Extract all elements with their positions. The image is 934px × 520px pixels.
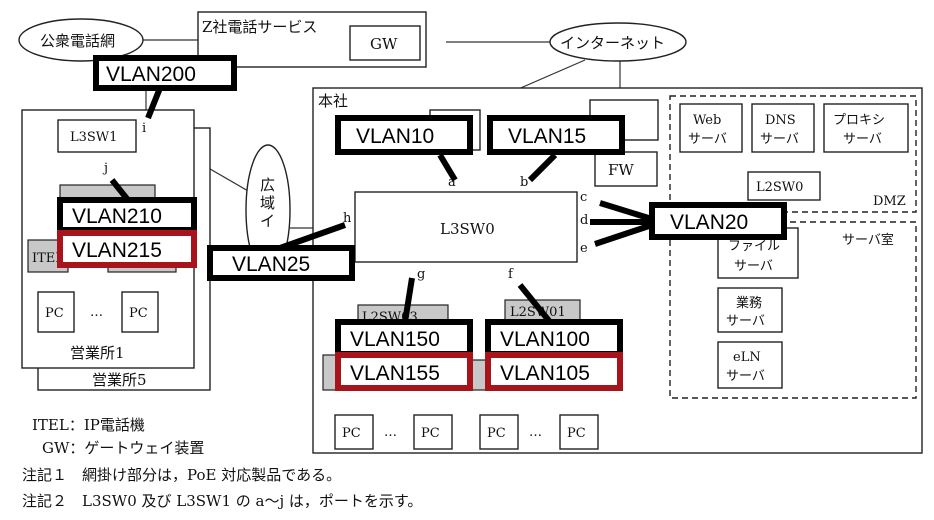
web-label: Web: [693, 113, 721, 128]
fw-box: [594, 151, 658, 187]
vlan-v155: VLAN155: [335, 352, 473, 391]
l3sw0-box: [354, 191, 578, 263]
legend-note1: 注記１ 網掛け部分は，PoE 対応製品である。: [22, 466, 342, 484]
hq-pc1-label: PC: [342, 426, 361, 441]
port-d: d: [580, 213, 588, 228]
web-server-box: [679, 103, 743, 153]
svg-text:VLAN15: VLAN15: [508, 125, 586, 148]
hq-dots1: …: [384, 425, 397, 440]
svg-text:VLAN155: VLAN155: [350, 362, 440, 385]
itel-label: ITEL: [32, 251, 64, 266]
pstn-label: 公衆電話網: [40, 32, 115, 50]
svg-text:VLAN100: VLAN100: [500, 328, 590, 351]
file-label: ファイル: [728, 239, 780, 254]
hq-pc2: [413, 414, 453, 450]
dns-server-box: [751, 103, 815, 153]
pstn-cloud: [18, 18, 144, 62]
proxy-server-label: サーバ: [843, 132, 882, 147]
svg-text:VLAN150: VLAN150: [350, 328, 440, 351]
vlan-v100: VLAN100: [485, 319, 623, 357]
port-f: f: [508, 267, 514, 282]
svg-text:VLAN215: VLAN215: [72, 239, 162, 262]
branch-pc1: [37, 291, 75, 333]
vlan-v105: VLAN105: [485, 352, 623, 391]
hq-pc3: [479, 414, 519, 450]
branch5-label: 営業所5: [92, 371, 147, 389]
svg-text:VLAN10: VLAN10: [356, 125, 434, 148]
fw-label: FW: [608, 161, 634, 179]
gw-label: GW: [370, 35, 398, 53]
wan-label-1: 広: [260, 176, 275, 194]
svg-text:VLAN25: VLAN25: [232, 253, 310, 276]
port-c: c: [580, 190, 587, 205]
l3sw1-label: L3SW1: [70, 130, 117, 145]
serverroom-label: サーバ室: [842, 232, 894, 248]
port-e: e: [580, 241, 588, 256]
vlan-v200: VLAN200: [93, 55, 237, 91]
svg-text:VLAN20: VLAN20: [670, 211, 748, 234]
legend-gw: GW：ゲートウェイ装置: [42, 439, 205, 457]
gyomu-server-box: [717, 287, 783, 333]
legend-itel: ITEL：IP電話機: [32, 416, 145, 434]
vlan-pointers: [109, 86, 656, 324]
proxy-server-box: [823, 103, 909, 153]
port-b: b: [520, 175, 528, 190]
branch-dots: …: [90, 305, 103, 320]
serverroom-zone: [669, 221, 917, 399]
internet-cloud: [549, 22, 687, 62]
vlan-v215: VLAN215: [57, 230, 197, 268]
file-server-label: サーバ: [734, 259, 773, 274]
branch1-label: 営業所1: [70, 344, 125, 362]
hq-dots2: …: [529, 425, 542, 440]
eln-label: eLN: [733, 350, 761, 365]
l3sw0-label: L3SW0: [440, 220, 495, 238]
vlan-v150: VLAN150: [335, 319, 473, 357]
hq-label: 本社: [318, 92, 348, 110]
hq-pc3-label: PC: [487, 426, 506, 441]
dns-label: DNS: [765, 113, 796, 128]
port-g: g: [417, 267, 425, 282]
branch-pc1-label: PC: [45, 306, 64, 321]
port-a: a: [448, 175, 456, 190]
dns-server-label: サーバ: [760, 132, 799, 147]
vlan-v210: VLAN210: [57, 197, 197, 233]
wan-label-3: イ: [260, 212, 275, 230]
vlan-v10: VLAN10: [335, 115, 473, 155]
branch-pc2-label: PC: [129, 306, 148, 321]
vlan-v20: VLAN20: [649, 202, 787, 240]
l2sw0-box: [747, 171, 821, 201]
dmz-label: DMZ: [873, 194, 906, 209]
eln-server-box: [717, 341, 783, 389]
hq-pc1: [334, 414, 374, 450]
gw-box: [349, 25, 421, 61]
proxy-label: プロキシ: [833, 113, 885, 128]
hq-pc2-label: PC: [421, 426, 440, 441]
port-h: h: [343, 211, 352, 226]
l3sw1-box: [57, 119, 137, 153]
gyomu-server-label: サーバ: [726, 314, 765, 329]
svg-text:VLAN105: VLAN105: [500, 362, 590, 385]
hq-pc4: [559, 414, 599, 450]
port-i: i: [142, 121, 146, 136]
wan-label-2: 域: [260, 194, 275, 212]
dmz-zone: [669, 95, 917, 213]
vlan-v25: VLAN25: [207, 245, 355, 281]
internet-label: インターネット: [560, 34, 665, 52]
eln-server-label: サーバ: [726, 369, 765, 384]
svg-text:VLAN200: VLAN200: [106, 63, 196, 86]
port-j: j: [102, 161, 108, 176]
svg-text:VLAN210: VLAN210: [72, 205, 162, 228]
vlan-v15: VLAN15: [487, 115, 625, 155]
branch-pc2: [121, 291, 159, 333]
gyomu-label: 業務: [736, 295, 762, 311]
legend-note2: 注記２ L3SW0 及び L3SW1 の a～j は，ポートを示す。: [22, 492, 423, 510]
l2sw1-label: L2SW01: [510, 305, 566, 320]
web-server-label: サーバ: [688, 132, 727, 147]
l2sw0-label: L2SW0: [756, 180, 803, 195]
zsha-label: Z社電話サービス: [202, 18, 317, 36]
hq-pc4-label: PC: [567, 426, 586, 441]
